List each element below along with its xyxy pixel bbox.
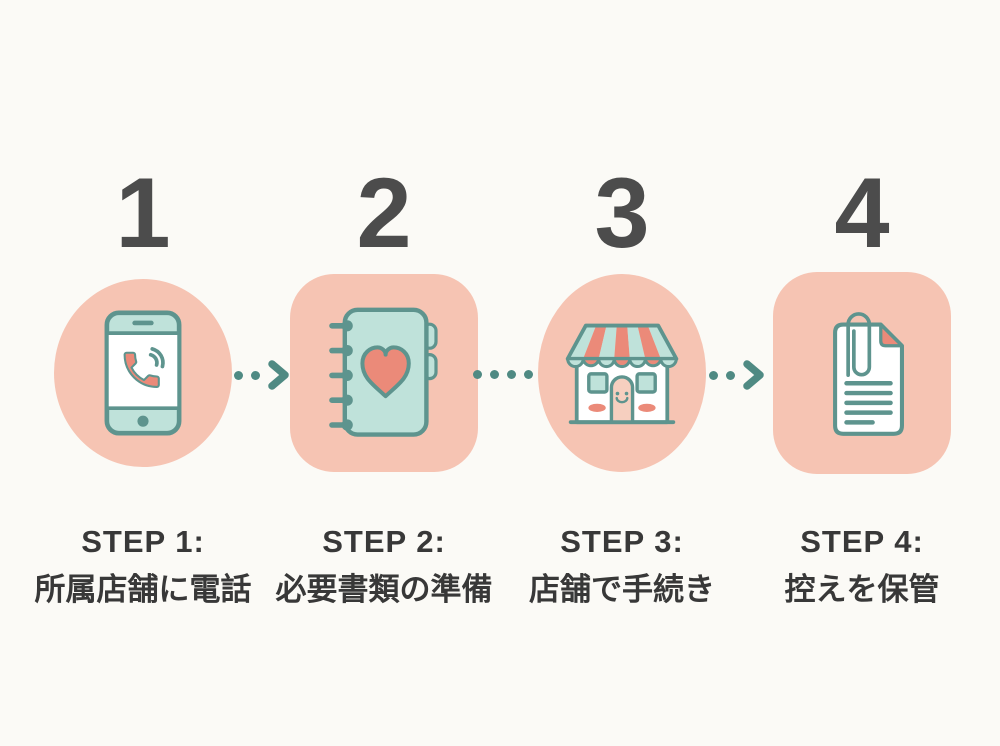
step-description: 店舗で手続き (529, 572, 715, 607)
step-column-3: 3 (504, 0, 740, 746)
step-shape-wrap (504, 266, 740, 480)
step-number: 3 (594, 157, 650, 268)
connector-dot (473, 370, 482, 379)
storefront-icon (565, 323, 679, 424)
document-paperclip-icon (833, 311, 904, 436)
arrow-chevron-icon (743, 360, 764, 390)
connector-dots-arrow (234, 360, 290, 390)
connector-dot (507, 370, 516, 379)
step-shape-circle (54, 279, 232, 467)
step-label: STEP 4: (800, 524, 924, 559)
step-number: 2 (356, 157, 412, 268)
step-description: 所属店舗に電話 (34, 572, 252, 607)
connector-dot (726, 370, 735, 380)
connector-dot (251, 370, 260, 380)
step-shape-wrap (744, 266, 980, 480)
connector-dot (490, 370, 499, 379)
phone-call-icon (104, 310, 182, 436)
step-shape-wrap (266, 266, 502, 480)
step-description: 控えを保管 (784, 572, 940, 607)
connector-dot (234, 370, 243, 380)
notebook-heart-icon (329, 307, 438, 437)
step-shape-square (773, 272, 951, 474)
step-label: STEP 2: (322, 524, 446, 559)
step-number: 4 (834, 157, 890, 268)
step-label: STEP 1: (81, 524, 205, 559)
step-description: 必要書類の準備 (275, 572, 493, 607)
connector-dots-arrow (709, 360, 765, 390)
step-label: STEP 3: (560, 524, 684, 559)
connector-dot (524, 370, 533, 379)
step-column-2: 2 STEP 2: 必要書類の準備 (266, 0, 502, 746)
step-shape-square (290, 274, 478, 472)
step-column-4: 4 STEP 4: 控えを保管 (744, 0, 980, 746)
arrow-chevron-icon (268, 360, 289, 390)
step-number: 1 (115, 157, 171, 268)
step-shape-circle (538, 274, 706, 472)
step-shape-wrap (25, 266, 261, 480)
connector-dots (473, 370, 533, 379)
step-column-1: 1 STEP 1: 所属店舗に電話 (25, 0, 261, 746)
connector-dot (709, 370, 718, 380)
